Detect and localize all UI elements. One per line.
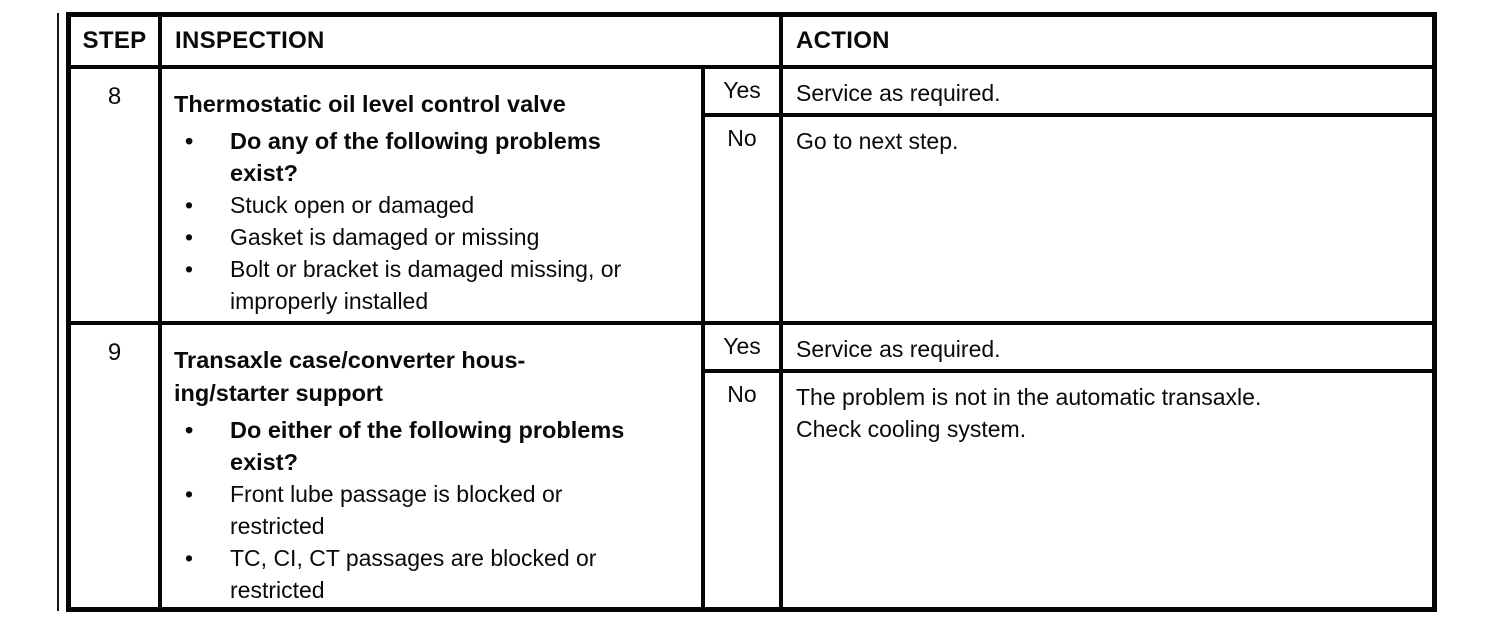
bullet-text: Front lube passage is blocked or restric… <box>230 478 695 542</box>
bullet-text: Bolt or bracket is damaged missing, or i… <box>230 253 695 317</box>
inspection-title-line: Transaxle case/converter hous- <box>174 347 526 373</box>
bullet-line: improperly installed <box>230 288 429 314</box>
bullet-icon: • <box>185 545 194 571</box>
result-branch-group: Yes Service as required. No The problem … <box>701 325 1432 607</box>
inspection-bullet: • Gasket is damaged or missing <box>174 221 695 253</box>
header-action-cell: ACTION <box>779 17 1432 65</box>
bullet-line: Do any of the following problems <box>230 128 601 154</box>
action-line: Service as required. <box>796 336 1001 362</box>
bullet-icon: • <box>185 192 194 218</box>
inspection-title: Thermostatic oil level control valve <box>174 88 695 121</box>
no-branch-row: No Go to next step. <box>705 117 1432 321</box>
action-line: Check cooling system. <box>796 416 1027 442</box>
inspection-bullet: • Do either of the following problems ex… <box>174 414 695 478</box>
bullet-icon: • <box>185 224 194 250</box>
inspection-cell: Thermostatic oil level control valve • D… <box>162 69 701 321</box>
bullet-line: restricted <box>230 577 325 603</box>
table-header-row: STEP INSPECTION ACTION <box>71 17 1432 69</box>
bullet-icon: • <box>185 128 194 154</box>
header-action-label: ACTION <box>796 27 890 54</box>
scan-artifact-line <box>57 13 59 611</box>
inspection-title-line: ing/starter support <box>174 380 383 406</box>
inspection-bullet: • Stuck open or damaged <box>174 189 695 221</box>
yes-branch-row: Yes Service as required. <box>705 69 1432 117</box>
header-step-cell: STEP <box>71 17 162 65</box>
bullet-text: Do either of the following problems exis… <box>230 414 695 478</box>
bullet-text: TC, CI, CT passages are blocked or restr… <box>230 542 695 606</box>
bullet-icon: • <box>185 256 194 282</box>
header-step-label: STEP <box>82 27 147 54</box>
action-line: Go to next step. <box>796 128 959 154</box>
header-inspection-label: INSPECTION <box>175 27 325 54</box>
inspection-cell: Transaxle case/converter hous- ing/start… <box>162 325 701 607</box>
bullet-line: Gasket is damaged or missing <box>230 224 540 250</box>
table-row-step-9: 9 Transaxle case/converter hous- ing/sta… <box>71 325 1432 607</box>
no-action-cell: The problem is not in the automatic tran… <box>783 373 1432 607</box>
bullet-text: Gasket is damaged or missing <box>230 221 695 253</box>
header-inspection-cell: INSPECTION <box>162 17 779 65</box>
bullet-line: exist? <box>230 449 298 475</box>
table-row-step-8: 8 Thermostatic oil level control valve •… <box>71 69 1432 325</box>
inspection-bullet: • Front lube passage is blocked or restr… <box>174 478 695 542</box>
inspection-title: Transaxle case/converter hous- ing/start… <box>174 344 695 410</box>
inspection-bullet: • TC, CI, CT passages are blocked or res… <box>174 542 695 606</box>
bullet-text: Do any of the following problems exist? <box>230 125 695 189</box>
step-number-cell: 8 <box>71 69 162 321</box>
yes-action-cell: Service as required. <box>783 69 1432 113</box>
yes-cell: Yes <box>705 325 783 369</box>
yes-branch-row: Yes Service as required. <box>705 325 1432 373</box>
bullet-text: Stuck open or damaged <box>230 189 695 221</box>
yes-cell: Yes <box>705 69 783 113</box>
no-branch-row: No The problem is not in the automatic t… <box>705 373 1432 607</box>
no-cell: No <box>705 117 783 321</box>
action-line: Service as required. <box>796 80 1001 106</box>
result-branch-group: Yes Service as required. No Go to next s… <box>701 69 1432 321</box>
bullet-icon: • <box>185 417 194 443</box>
bullet-line: Stuck open or damaged <box>230 192 475 218</box>
diagnostic-table: STEP INSPECTION ACTION 8 Thermostatic oi… <box>66 12 1437 612</box>
bullet-line: TC, CI, CT passages are blocked or <box>230 545 597 571</box>
yes-action-cell: Service as required. <box>783 325 1432 369</box>
inspection-bullet: • Do any of the following problems exist… <box>174 125 695 189</box>
bullet-line: Front lube passage is blocked or <box>230 481 563 507</box>
inspection-title-line: Thermostatic oil level control valve <box>174 91 566 117</box>
bullet-line: Bolt or bracket is damaged missing, or <box>230 256 622 282</box>
no-action-cell: Go to next step. <box>783 117 1432 321</box>
bullet-line: restricted <box>230 513 325 539</box>
bullet-icon: • <box>185 481 194 507</box>
action-line: The problem is not in the automatic tran… <box>796 384 1262 410</box>
bullet-line: Do either of the following problems <box>230 417 625 443</box>
step-number-cell: 9 <box>71 325 162 607</box>
inspection-bullet: • Bolt or bracket is damaged missing, or… <box>174 253 695 317</box>
no-cell: No <box>705 373 783 607</box>
bullet-line: exist? <box>230 160 298 186</box>
